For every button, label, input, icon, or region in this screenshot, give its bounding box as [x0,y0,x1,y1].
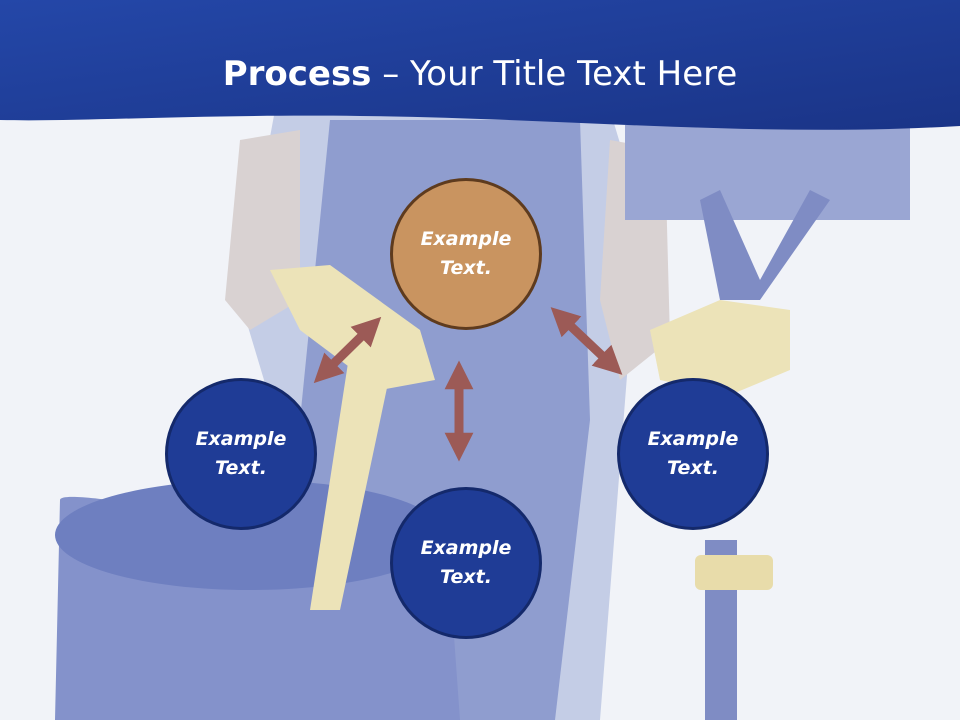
slide-title: Process – Your Title Text Here [0,52,960,96]
node-bottom-text: Example Text. [420,537,512,588]
process-node-right[interactable]: Example Text. [617,378,769,530]
process-node-top[interactable]: Example Text. [390,178,542,330]
node-right-text: Example Text. [647,428,739,479]
process-node-left[interactable]: Example Text. [165,378,317,530]
process-node-bottom[interactable]: Example Text. [390,487,542,639]
node-top-text: Example Text. [420,228,512,279]
node-left-text: Example Text. [195,428,287,479]
title-bold: Process [222,54,372,94]
title-rest: – Your Title Text Here [371,54,738,94]
